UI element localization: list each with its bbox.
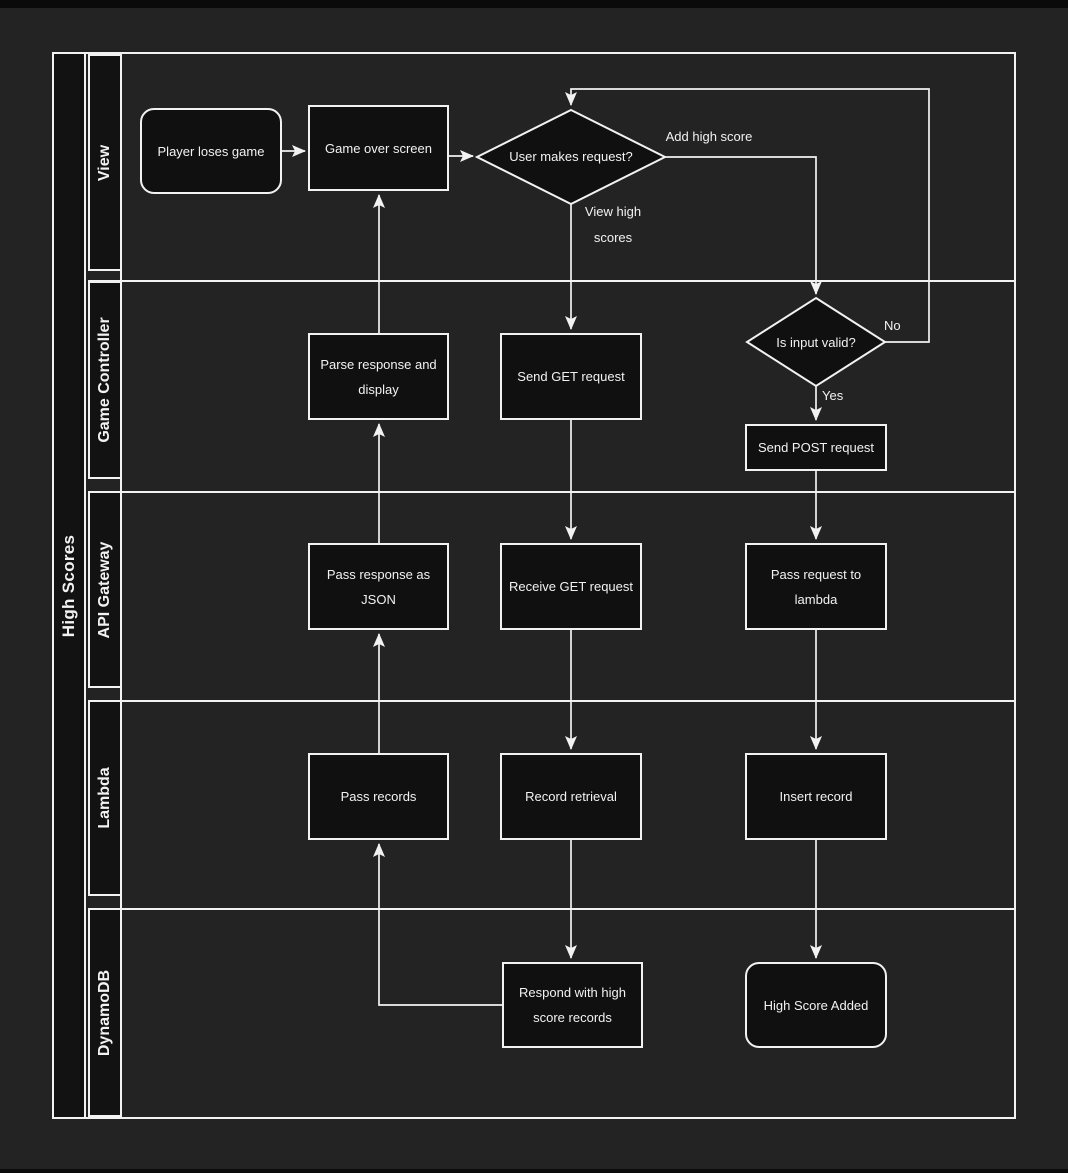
node-label: Send GET request [517,369,625,384]
lane-label-dynamodb: DynamoDB [96,969,113,1056]
node-pass-request-to-lambda: Pass request to lambda [745,543,887,630]
lane-separator [88,491,1014,493]
lane-header-dynamodb: DynamoDB [88,908,122,1117]
top-edge-band [0,0,1068,8]
node-label: Game over screen [325,140,432,156]
swimlane-pool: High Scores View Game Controller API Gat… [52,52,1016,1119]
node-label: Receive GET request [508,579,634,594]
edge-label-no: No [884,318,901,333]
node-respond-with-records: Respond with high score records [502,962,643,1048]
node-receive-get-request: Receive GET request [500,543,642,630]
decision-label-user-makes-request: User makes request? [509,149,633,164]
lane-separator [88,280,1014,282]
node-label: Pass records [340,789,417,804]
node-record-retrieval: Record retrieval [500,753,642,840]
lane-header-game-controller: Game Controller [88,281,122,479]
edge-label-yes: Yes [822,388,844,403]
lane-label-api-gateway: API Gateway [96,541,113,638]
node-label: Send POST request [757,440,875,455]
node-label: Record retrieval [525,789,617,804]
node-pass-response-as-json: Pass response as JSON [308,543,449,630]
node-label: Player loses game [157,143,265,159]
node-pass-records: Pass records [308,753,449,840]
node-label: High Score Added [763,997,869,1013]
lane-label-game-controller: Game Controller [96,317,113,443]
edge-label-add-high-score: Add high score [665,129,753,144]
node-send-post-request: Send POST request [745,424,887,471]
node-player-loses-game: Player loses game [140,108,282,194]
node-insert-record: Insert record [745,753,887,840]
lane-label-lambda: Lambda [96,767,113,829]
lane-separator [88,908,1014,910]
node-game-over-screen: Game over screen [308,105,449,191]
node-parse-response-display: Parse response and display [308,333,449,420]
node-high-score-added: High Score Added [745,962,887,1048]
node-label: Insert record [779,789,853,804]
node-label: Parse response and display [320,356,437,397]
lane-header-lambda: Lambda [88,700,122,896]
edge-label-view-high-scores: View high scores [584,204,642,245]
node-send-get-request: Send GET request [500,333,642,420]
node-label: Respond with high score records [519,985,626,1025]
lane-label-view: View [96,144,113,181]
node-label: Pass request to lambda [770,566,862,607]
lane-header-api-gateway: API Gateway [88,491,122,688]
node-label: Pass response as JSON [326,566,431,607]
lane-separator [88,700,1014,702]
lane-header-view: View [88,54,122,271]
decision-label-is-input-valid: Is input valid? [776,335,856,350]
pool-title: High Scores [59,534,78,637]
bottom-edge-band [0,1169,1068,1173]
pool-title-column: High Scores [54,54,86,1117]
